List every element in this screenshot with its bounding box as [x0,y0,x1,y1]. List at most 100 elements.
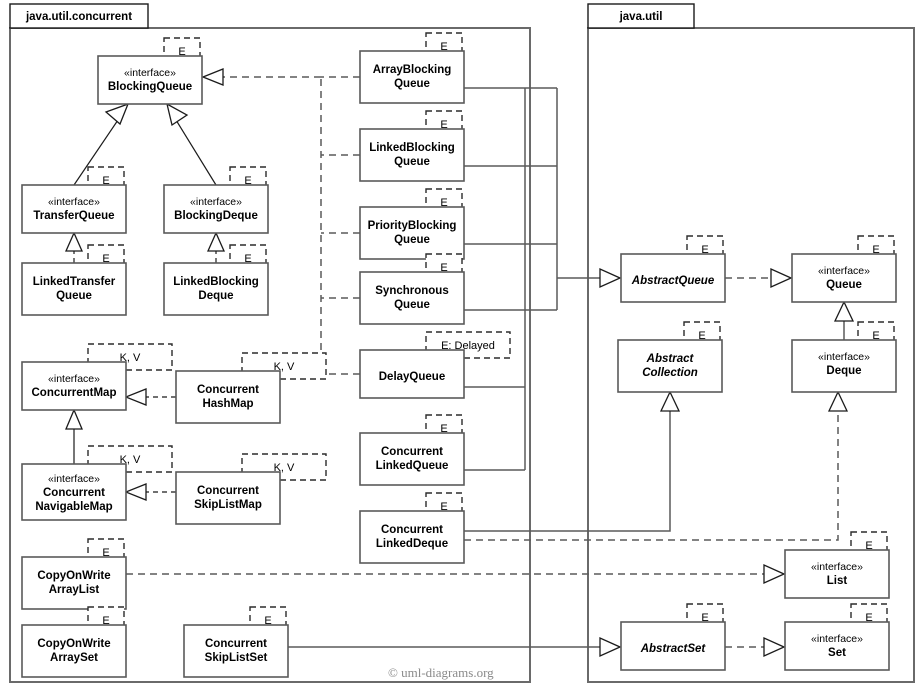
template-param-label: E [102,615,109,627]
class-box[interactable] [359,510,465,564]
template-param-label: E [244,175,251,187]
class-box[interactable] [21,624,127,678]
class-blockingqueue[interactable]: E«interface»BlockingQueue [97,37,203,105]
class-concurrentmap[interactable]: K, V «interface» ConcurrentMap [21,343,173,411]
class-name: BlockingQueue [108,81,192,93]
class-box[interactable] [21,556,127,610]
rel-transferqueue-blockingqueue [73,102,130,186]
class-box[interactable] [21,463,127,521]
class-box[interactable] [359,349,465,399]
rel-copyonwritearraylist-list [126,563,786,585]
class-name: LinkedDeque [376,538,448,550]
class-name: LinkedBlocking [173,276,259,288]
class-box[interactable] [163,184,269,234]
class-box[interactable] [359,206,465,260]
class-name: List [827,575,848,587]
class-name: Concurrent [205,638,267,650]
connectors-layer [64,68,855,658]
rel-concurrentskiplistmap-concurrentnavigablemap [124,483,176,501]
class-box[interactable] [791,253,897,303]
class-box[interactable] [97,55,203,105]
rel-deque-queue [833,300,855,340]
template-param-label: E [872,330,879,342]
pkg-util: java.util [587,3,915,683]
class-box[interactable] [175,471,281,525]
template-param-box [425,331,511,359]
class-name: SkipListSet [205,652,268,664]
class-box[interactable] [21,361,127,411]
class-name: AbstractQueue [631,275,715,287]
class-box[interactable] [617,339,723,393]
template-param-label: K, V [274,361,295,373]
template-param-label: K, V [120,352,141,364]
class-transferqueue[interactable]: E«interface»TransferQueue [21,166,127,234]
class-box[interactable] [359,271,465,325]
class-name: Set [828,647,846,659]
class-box[interactable] [163,262,269,316]
class-name: BlockingDeque [174,210,258,222]
template-param-label: E [701,244,708,256]
class-name: Queue [394,299,430,311]
class-stereotype: «interface» [818,351,870,363]
pkg-util-label: java.util [619,11,663,23]
class-name: Concurrent [381,524,443,536]
class-stereotype: «interface» [811,561,863,573]
class-list[interactable]: E«interface»List [784,531,890,599]
watermark: © uml-diagrams.org [388,665,494,680]
class-blockingdeque[interactable]: E«interface» BlockingDeque [163,166,269,234]
template-param-label: E [440,423,447,435]
class-box[interactable] [183,624,289,678]
template-param-label: E [872,244,879,256]
template-param-label: E: Delayed [441,340,495,352]
class-abstractqueue[interactable]: E AbstractQueue [620,235,726,303]
class-box[interactable] [784,621,890,671]
class-box[interactable] [620,253,726,303]
class-stereotype: «interface» [48,373,100,385]
rel-linkedblockingdeque-blockingdeque [206,231,226,263]
class-queue[interactable]: E«interface»Queue [791,235,897,303]
class-stereotype: «interface» [190,196,242,208]
classes-layer: E«interface»BlockingQueueE«interface»Tra… [21,32,897,678]
rel-concurrentskiplistset-abstractset [288,636,622,658]
template-param-label: E [102,175,109,187]
class-name: LinkedBlocking [369,142,455,154]
class-box[interactable] [784,549,890,599]
class-name: ArraySet [50,652,98,664]
class-box[interactable] [791,339,897,393]
class-name: ConcurrentMap [32,387,117,399]
class-box[interactable] [21,184,127,234]
class-box[interactable] [620,621,726,671]
class-box[interactable] [21,262,127,316]
class-box[interactable] [175,370,281,424]
template-param-label: E [440,197,447,209]
class-box[interactable] [359,50,465,104]
template-param-label: E [440,262,447,274]
class-box[interactable] [359,128,465,182]
watermark-layer: © uml-diagrams.org [388,665,494,680]
class-deque[interactable]: E«interface»Deque [791,321,897,393]
class-name: Synchronous [375,285,448,297]
class-box[interactable] [359,432,465,486]
class-set[interactable]: E«interface»Set [784,603,890,671]
template-param-label: E [244,253,251,265]
